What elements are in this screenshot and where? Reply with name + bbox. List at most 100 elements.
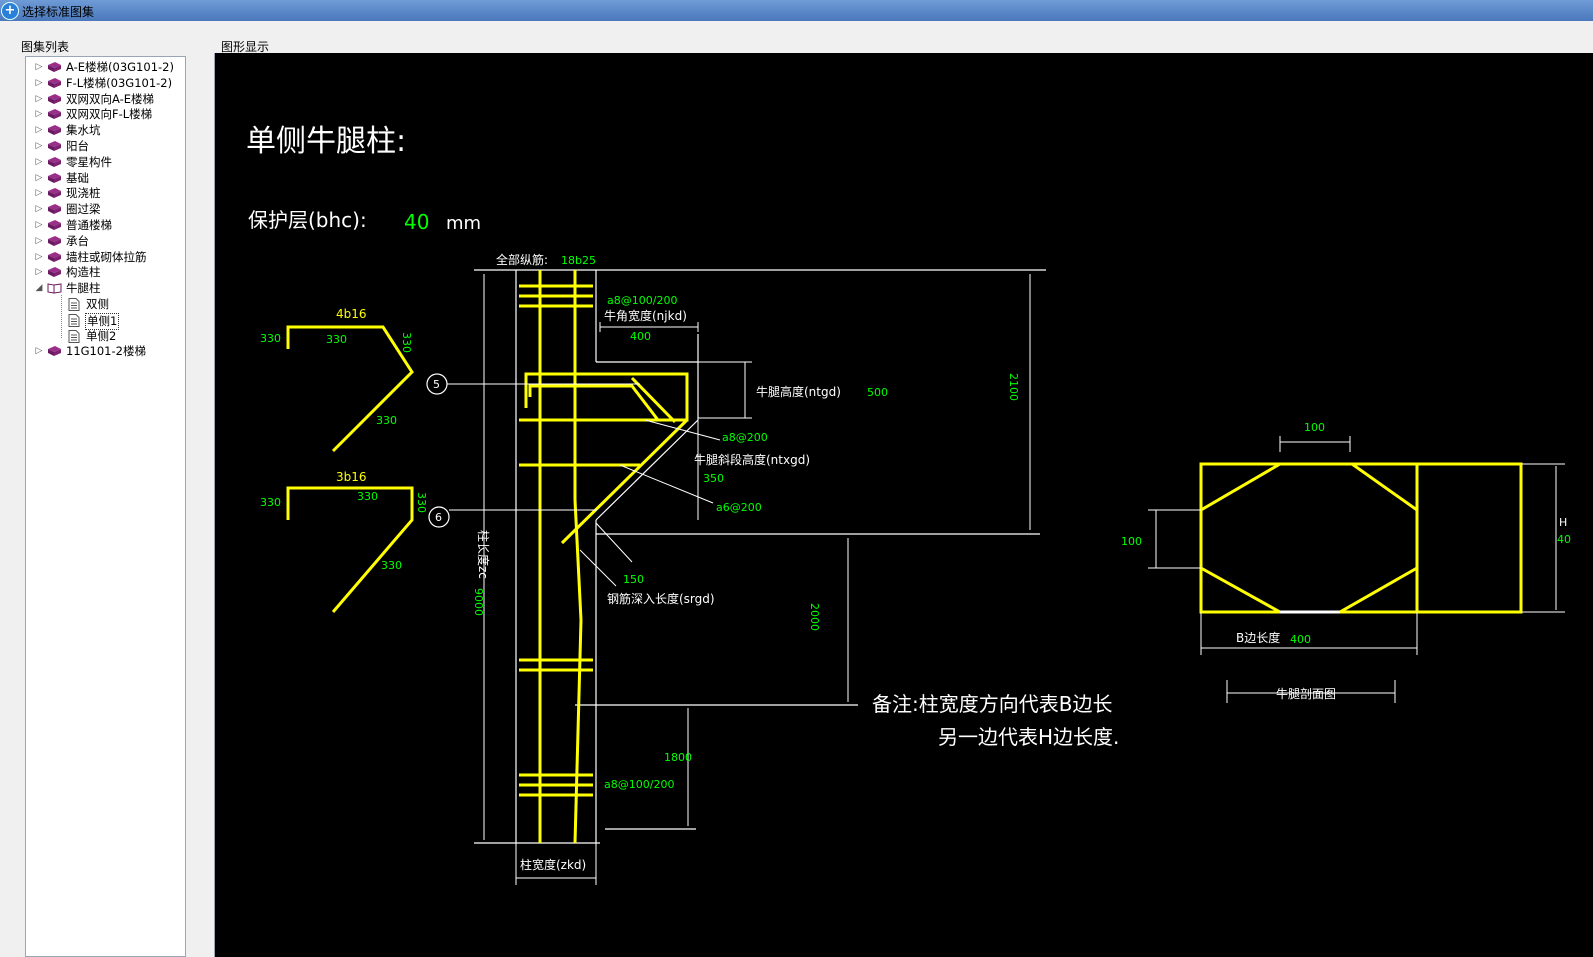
ntxgd-label: 牛腿斜段高度(ntxgd) bbox=[694, 452, 810, 467]
expand-icon[interactable]: ▷ bbox=[35, 220, 43, 230]
bar6-detail bbox=[286, 486, 597, 613]
expand-icon[interactable]: ▷ bbox=[35, 141, 43, 151]
section-view bbox=[1148, 436, 1565, 703]
expand-icon[interactable]: ▷ bbox=[35, 62, 43, 72]
column-rebar bbox=[519, 270, 689, 844]
column-length-label: 柱长度zc bbox=[476, 530, 491, 579]
section-h-label: H bbox=[1559, 516, 1567, 529]
bar5-detail bbox=[286, 325, 640, 453]
tree-item-label: 构造柱 bbox=[66, 265, 101, 280]
corbel-stirrup2: a6@200 bbox=[716, 501, 762, 514]
stirrup-bottom: a8@100/200 bbox=[604, 778, 674, 791]
bar6-spec: 3b16 bbox=[336, 470, 367, 484]
tree-item-label: 牛腿柱 bbox=[66, 281, 101, 296]
bar6-callout: 6 bbox=[435, 511, 442, 524]
njkd-label: 牛角宽度(njkd) bbox=[604, 308, 687, 323]
section-h-value: 40 bbox=[1557, 533, 1571, 546]
open-book-icon bbox=[47, 282, 62, 294]
column-width-dimension bbox=[515, 843, 597, 885]
section-caption: 牛腿剖面图 bbox=[1276, 686, 1336, 701]
expand-icon[interactable]: ▷ bbox=[35, 93, 43, 104]
book-icon bbox=[47, 93, 62, 105]
expand-icon[interactable]: ▷ bbox=[35, 204, 43, 215]
cover-label: 保护层(bhc): bbox=[248, 208, 367, 232]
bar6-seg-d: 330 bbox=[381, 559, 402, 572]
bar6-seg-b: 330 bbox=[357, 490, 378, 503]
drawing-canvas: 单侧牛腿柱: 保护层(bhc): 40 mm 全部纵筋: 18b25 bbox=[215, 53, 1593, 957]
tree-panel-label: 图集列表 bbox=[21, 40, 70, 54]
expand-icon[interactable]: ▷ bbox=[35, 346, 43, 357]
tree-item-label: 墙柱或砌体拉筋 bbox=[66, 249, 147, 264]
njkd-dimension bbox=[599, 322, 699, 332]
book-icon bbox=[47, 235, 62, 247]
drawing-title: 单侧牛腿柱: bbox=[246, 124, 406, 159]
panel-divider[interactable] bbox=[214, 53, 215, 957]
atlas-tree[interactable]: ▷A-E楼梯(03G101-2)▷F-L楼梯(03G101-2)▷双网双向A-E… bbox=[25, 56, 186, 957]
tree-item-label: A-E楼梯(03G101-2) bbox=[66, 60, 174, 74]
note-line1: 备注:柱宽度方向代表B边长 bbox=[872, 692, 1112, 716]
expand-icon[interactable]: ▷ bbox=[35, 235, 43, 246]
book-icon bbox=[47, 172, 62, 184]
bar5-seg-d: 330 bbox=[376, 414, 397, 427]
expand-icon[interactable]: ▷ bbox=[35, 172, 43, 183]
cover-value: 40 bbox=[404, 210, 429, 234]
bar5-spec: 4b16 bbox=[336, 307, 367, 321]
expand-icon[interactable]: ▷ bbox=[35, 267, 43, 278]
book-icon bbox=[47, 251, 62, 263]
tree-item-label: 11G101-2楼梯 bbox=[66, 344, 146, 359]
ntgd-dimension bbox=[698, 361, 752, 419]
bar5-seg-b: 330 bbox=[326, 333, 347, 346]
ntgd-value: 500 bbox=[867, 386, 888, 399]
column-outline bbox=[474, 269, 1046, 844]
note-line2: 另一边代表H边长度. bbox=[938, 725, 1119, 749]
document-icon bbox=[68, 313, 80, 327]
bar6-seg-c: 330 bbox=[415, 492, 428, 513]
ntxgd-value: 350 bbox=[703, 472, 724, 485]
bar5-seg-c: 330 bbox=[400, 332, 413, 353]
window-title: 选择标准图集 bbox=[22, 5, 95, 19]
expand-icon[interactable]: ▷ bbox=[35, 188, 43, 199]
anchor-label: 钢筋深入长度(srgd) bbox=[607, 591, 715, 606]
tree-item-label: 双网双向F-L楼梯 bbox=[66, 107, 153, 122]
tree-item-label: 零星构件 bbox=[66, 154, 112, 169]
drawing-svg: 单侧牛腿柱: 保护层(bhc): 40 mm 全部纵筋: 18b25 bbox=[246, 124, 1571, 885]
book-icon bbox=[47, 61, 62, 73]
collapse-icon[interactable]: ◢ bbox=[35, 283, 43, 294]
dim-1800: 1800 bbox=[664, 751, 692, 764]
expand-icon[interactable]: ▷ bbox=[35, 77, 43, 88]
tree-child-label: 单侧1 bbox=[85, 312, 120, 330]
document-icon bbox=[68, 329, 80, 343]
expand-icon[interactable]: ▷ bbox=[35, 109, 43, 120]
column-length-value: 9000 bbox=[472, 588, 485, 616]
vertical-dimensions bbox=[687, 274, 1031, 826]
book-icon bbox=[47, 124, 62, 136]
expand-icon[interactable]: ▷ bbox=[35, 125, 43, 136]
document-icon bbox=[68, 298, 80, 311]
bar5-callout: 5 bbox=[433, 378, 440, 391]
section-b-value: 400 bbox=[1290, 633, 1311, 646]
tree-item-label: 现浇桩 bbox=[66, 186, 101, 201]
expand-icon[interactable]: ▷ bbox=[35, 156, 43, 167]
window-titlebar[interactable]: + 选择标准图集 bbox=[0, 0, 1593, 21]
book-icon bbox=[47, 345, 62, 357]
dim-2100: 2100 bbox=[1007, 373, 1020, 401]
leader-lines bbox=[579, 419, 721, 587]
stirrup-top: a8@100/200 bbox=[607, 294, 677, 307]
corbel-stirrup1: a8@200 bbox=[722, 431, 768, 444]
book-icon bbox=[47, 77, 62, 89]
section-b-label: B边长度 bbox=[1236, 630, 1280, 645]
section-dim-top: 100 bbox=[1304, 421, 1325, 434]
tree-item-label: 承台 bbox=[66, 233, 89, 248]
njkd-value: 400 bbox=[630, 330, 651, 343]
column-width-label: 柱宽度(zkd) bbox=[520, 857, 586, 872]
tree-item-label: 阳台 bbox=[66, 139, 89, 153]
tree-item-label: 双网双向A-E楼梯 bbox=[66, 91, 155, 106]
book-icon bbox=[47, 140, 62, 152]
anchor-value: 150 bbox=[623, 573, 644, 586]
bar5-seg-a: 330 bbox=[260, 332, 281, 345]
section-dim-left: 100 bbox=[1121, 535, 1142, 548]
book-icon bbox=[47, 156, 62, 168]
book-icon bbox=[47, 219, 62, 231]
expand-icon[interactable]: ▷ bbox=[35, 251, 43, 262]
tree-item-label: 圈过梁 bbox=[66, 202, 101, 217]
